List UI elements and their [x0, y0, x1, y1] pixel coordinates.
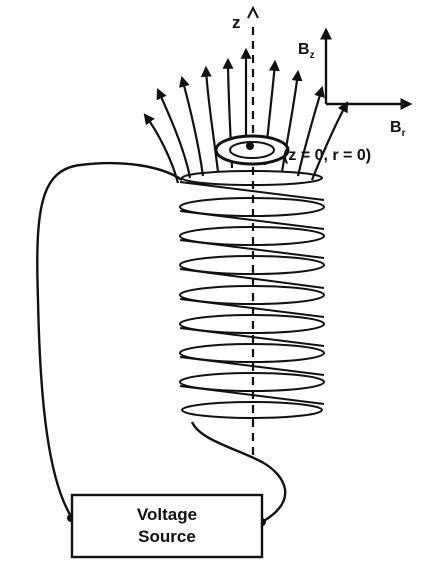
field-line	[179, 75, 205, 177]
solenoid-coil	[179, 170, 325, 419]
z-axis-label: z	[232, 13, 241, 32]
circuit-wires	[36, 161, 287, 524]
field-line	[156, 87, 192, 179]
voltage-source-line1: Voltage	[136, 505, 198, 524]
origin-label: (z = 0, r = 0)	[283, 147, 371, 164]
field-line	[296, 85, 325, 177]
voltage-source-label: Voltage Source	[72, 495, 262, 557]
origin-marker	[214, 134, 290, 166]
voltage-source-line2: Source	[138, 527, 196, 546]
bz-label: Bz	[298, 41, 315, 61]
br-label: Br	[390, 119, 406, 139]
field-line	[310, 101, 349, 181]
z-axis-arrowhead	[247, 5, 259, 19]
field-line	[280, 69, 303, 173]
field-component-axes	[320, 27, 413, 110]
field-line	[200, 65, 220, 173]
voltage-source-box	[70, 493, 264, 559]
